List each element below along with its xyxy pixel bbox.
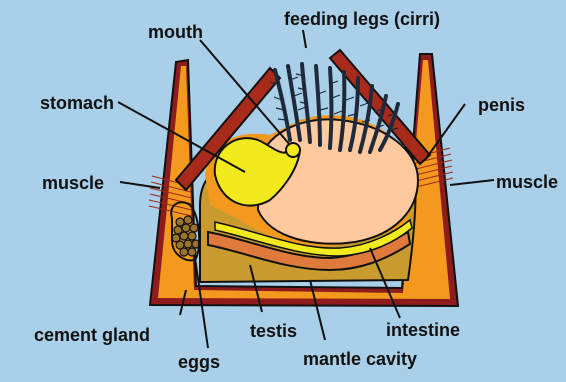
label-cement-gland: cement gland <box>34 325 150 345</box>
label-intestine: intestine <box>386 320 460 340</box>
mouth-bulb <box>286 143 300 157</box>
label-mantle-cavity: mantle cavity <box>303 349 417 369</box>
label-stomach: stomach <box>40 93 114 113</box>
label-feeding-legs: feeding legs (cirri) <box>284 9 440 29</box>
label-testis: testis <box>250 321 297 341</box>
label-eggs: eggs <box>178 352 220 372</box>
label-muscle-right: muscle <box>496 172 558 192</box>
label-mouth: mouth <box>148 22 203 42</box>
label-penis: penis <box>478 95 525 115</box>
label-muscle-left: muscle <box>42 173 104 193</box>
